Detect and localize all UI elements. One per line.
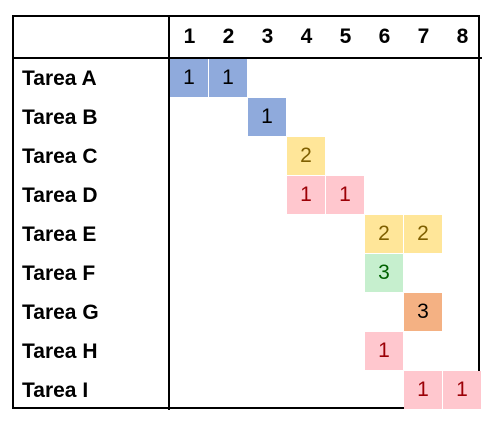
empty-cell bbox=[287, 254, 326, 293]
task-cell: 1 bbox=[443, 371, 482, 410]
row-label-tarea-f: Tarea F bbox=[14, 254, 170, 293]
empty-cell bbox=[287, 215, 326, 254]
task-cell: 1 bbox=[365, 332, 404, 371]
empty-cell bbox=[287, 332, 326, 371]
empty-cell bbox=[326, 98, 365, 137]
task-cell: 3 bbox=[365, 254, 404, 293]
empty-cell bbox=[326, 332, 365, 371]
empty-cell bbox=[248, 137, 287, 176]
empty-cell bbox=[209, 254, 248, 293]
empty-cell bbox=[287, 98, 326, 137]
empty-cell bbox=[365, 371, 404, 410]
empty-cell bbox=[326, 371, 365, 410]
empty-cell bbox=[209, 371, 248, 410]
task-cell: 2 bbox=[365, 215, 404, 254]
empty-cell bbox=[170, 98, 209, 137]
empty-cell bbox=[170, 137, 209, 176]
empty-cell bbox=[365, 137, 404, 176]
column-header-8: 8 bbox=[443, 17, 482, 59]
empty-cell bbox=[170, 332, 209, 371]
empty-cell bbox=[443, 98, 482, 137]
empty-cell bbox=[287, 59, 326, 98]
column-header-1: 1 bbox=[170, 17, 209, 59]
empty-cell bbox=[404, 137, 443, 176]
row-label-tarea-d: Tarea D bbox=[14, 176, 170, 215]
empty-cell bbox=[443, 137, 482, 176]
task-cell: 1 bbox=[287, 176, 326, 215]
task-cell: 1 bbox=[326, 176, 365, 215]
task-cell: 1 bbox=[404, 371, 443, 410]
empty-cell bbox=[326, 215, 365, 254]
empty-cell bbox=[404, 59, 443, 98]
empty-cell bbox=[209, 137, 248, 176]
corner-cell bbox=[14, 17, 170, 59]
empty-cell bbox=[209, 176, 248, 215]
empty-cell bbox=[248, 293, 287, 332]
task-cell: 2 bbox=[404, 215, 443, 254]
empty-cell bbox=[326, 59, 365, 98]
empty-cell bbox=[404, 254, 443, 293]
empty-cell bbox=[326, 293, 365, 332]
row-label-tarea-g: Tarea G bbox=[14, 293, 170, 332]
row-label-tarea-a: Tarea A bbox=[14, 59, 170, 98]
empty-cell bbox=[248, 176, 287, 215]
empty-cell bbox=[443, 215, 482, 254]
empty-cell bbox=[404, 98, 443, 137]
empty-cell bbox=[248, 371, 287, 410]
empty-cell bbox=[443, 176, 482, 215]
empty-cell bbox=[287, 371, 326, 410]
empty-cell bbox=[365, 98, 404, 137]
empty-cell bbox=[365, 59, 404, 98]
empty-cell bbox=[170, 371, 209, 410]
empty-cell bbox=[443, 293, 482, 332]
empty-cell bbox=[248, 332, 287, 371]
task-cell: 2 bbox=[287, 137, 326, 176]
empty-cell bbox=[248, 254, 287, 293]
empty-cell bbox=[209, 215, 248, 254]
empty-cell bbox=[287, 293, 326, 332]
empty-cell bbox=[443, 332, 482, 371]
task-cell: 3 bbox=[404, 293, 443, 332]
empty-cell bbox=[248, 59, 287, 98]
empty-cell bbox=[443, 254, 482, 293]
empty-cell bbox=[365, 293, 404, 332]
row-label-tarea-c: Tarea C bbox=[14, 137, 170, 176]
column-header-4: 4 bbox=[287, 17, 326, 59]
task-cell: 1 bbox=[209, 59, 248, 98]
empty-cell bbox=[443, 59, 482, 98]
empty-cell bbox=[170, 293, 209, 332]
row-label-tarea-b: Tarea B bbox=[14, 98, 170, 137]
empty-cell bbox=[326, 137, 365, 176]
empty-cell bbox=[404, 332, 443, 371]
empty-cell bbox=[326, 254, 365, 293]
empty-cell bbox=[404, 176, 443, 215]
empty-cell bbox=[248, 215, 287, 254]
column-header-2: 2 bbox=[209, 17, 248, 59]
empty-cell bbox=[170, 176, 209, 215]
empty-cell bbox=[209, 293, 248, 332]
task-cell: 1 bbox=[248, 98, 287, 137]
row-label-tarea-h: Tarea H bbox=[14, 332, 170, 371]
column-header-7: 7 bbox=[404, 17, 443, 59]
column-header-6: 6 bbox=[365, 17, 404, 59]
empty-cell bbox=[209, 98, 248, 137]
column-header-3: 3 bbox=[248, 17, 287, 59]
row-label-tarea-i: Tarea I bbox=[14, 371, 170, 410]
row-label-tarea-e: Tarea E bbox=[14, 215, 170, 254]
column-header-5: 5 bbox=[326, 17, 365, 59]
empty-cell bbox=[170, 215, 209, 254]
empty-cell bbox=[170, 254, 209, 293]
task-cell: 1 bbox=[170, 59, 209, 98]
empty-cell bbox=[365, 176, 404, 215]
empty-cell bbox=[209, 332, 248, 371]
